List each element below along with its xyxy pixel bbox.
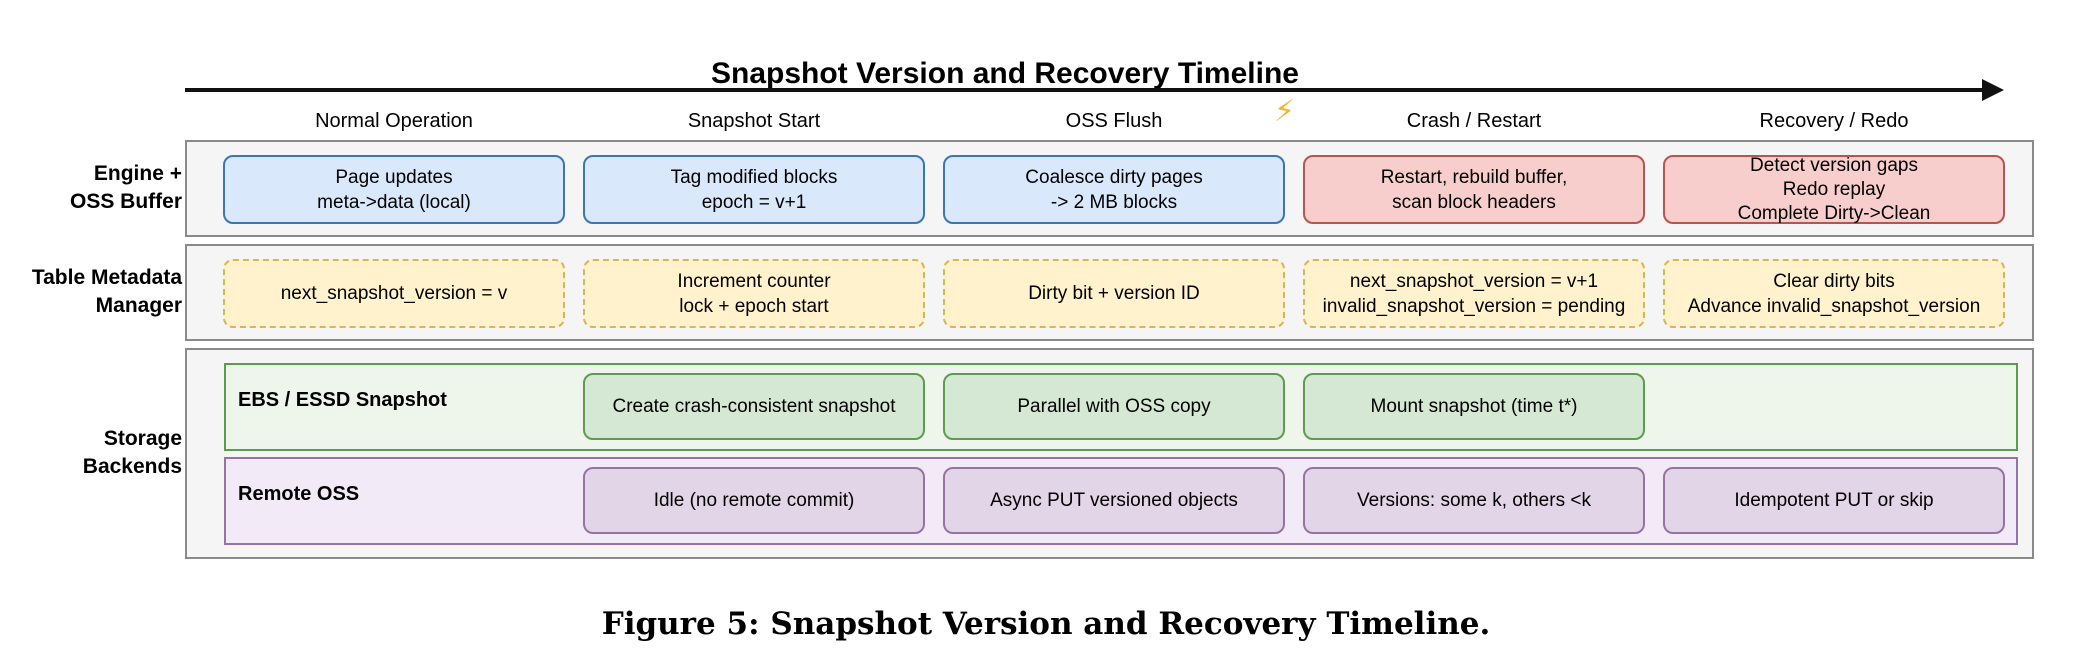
box-text-line: Idle (no remote commit)	[653, 490, 855, 511]
oss-box-snapshot-start: Idle (no remote commit)	[583, 467, 925, 534]
box-text-line: Dirty bit + version ID	[1028, 283, 1200, 304]
box-text-line: lock + epoch start	[679, 295, 829, 317]
row-label-line: Backends	[82, 455, 182, 478]
box-text-line: Async PUT versioned objects	[990, 490, 1238, 511]
box-text-line: Increment counter	[677, 270, 831, 292]
metadata-box-snapshot-start: Increment counter lock + epoch start	[583, 259, 925, 328]
box-text-line: scan block headers	[1392, 191, 1556, 213]
engine-box-recovery: Detect version gaps Redo replay Complete…	[1663, 155, 2005, 224]
box-text-line: Parallel with OSS copy	[1017, 396, 1211, 417]
figure-caption: Figure 5: Snapshot Version and Recovery …	[601, 606, 1491, 642]
ebs-box-crash-restart: Mount snapshot (time t*)	[1303, 373, 1645, 440]
row-label-line: Storage	[103, 427, 182, 450]
row-label-engine: Engine + OSS Buffer	[0, 140, 182, 236]
oss-lane-label: Remote OSS	[238, 483, 360, 505]
box-text-line: Restart, rebuild buffer,	[1380, 166, 1568, 188]
box-text-line: invalid_snapshot_version = pending	[1322, 295, 1626, 317]
box-text-line: Versions: some k, others <k	[1357, 490, 1591, 511]
box-text-line: Complete Dirty->Clean	[1737, 202, 1931, 224]
timeline-arrow-line	[185, 88, 1985, 92]
oss-box-oss-flush: Async PUT versioned objects	[943, 467, 1285, 534]
box-text-line: Tag modified blocks	[670, 166, 838, 188]
oss-box-crash-restart: Versions: some k, others <k	[1303, 467, 1645, 534]
engine-box-crash-restart: Restart, rebuild buffer, scan block head…	[1303, 155, 1645, 224]
box-text-line: Coalesce dirty pages	[1025, 166, 1203, 188]
row-label-metadata: Table Metadata Manager	[0, 244, 182, 340]
engine-box-normal: Page updates meta->data (local)	[223, 155, 565, 224]
ebs-box-snapshot-start: Create crash-consistent snapshot	[583, 373, 925, 440]
ebs-lane-label: EBS / ESSD Snapshot	[238, 389, 447, 411]
box-text-line: Redo replay	[1782, 178, 1886, 200]
metadata-box-normal: next_snapshot_version = v	[223, 259, 565, 328]
oss-box-recovery: Idempotent PUT or skip	[1663, 467, 2005, 534]
box-text-line: Advance invalid_snapshot_version	[1687, 295, 1981, 317]
lightning-bolt-icon: ⚡	[1274, 95, 1296, 128]
engine-box-snapshot-start: Tag modified blocks epoch = v+1	[583, 155, 925, 224]
ebs-box-oss-flush: Parallel with OSS copy	[943, 373, 1285, 440]
box-text-line: epoch = v+1	[701, 191, 807, 213]
box-text-line: meta->data (local)	[317, 191, 471, 213]
phase-label-oss-flush: OSS Flush	[1065, 110, 1163, 132]
phase-label-crash-restart: Crash / Restart	[1406, 110, 1542, 132]
box-text-line: next_snapshot_version = v	[280, 283, 508, 304]
box-text-line: Idempotent PUT or skip	[1734, 490, 1934, 511]
phase-label-recovery-redo: Recovery / Redo	[1759, 110, 1909, 132]
row-label-line: Engine +	[93, 162, 182, 185]
engine-box-oss-flush: Coalesce dirty pages -> 2 MB blocks	[943, 155, 1285, 224]
metadata-box-recovery: Clear dirty bits Advance invalid_snapsho…	[1663, 259, 2005, 328]
box-text-line: Detect version gaps	[1750, 154, 1918, 176]
box-text-line: next_snapshot_version = v+1	[1349, 270, 1599, 292]
row-label-line: Manager	[95, 294, 182, 317]
phase-label-normal-operation: Normal Operation	[315, 110, 473, 132]
box-text-line: Clear dirty bits	[1773, 270, 1895, 292]
diagram-title: Snapshot Version and Recovery Timeline	[711, 57, 1299, 90]
box-text-line: Page updates	[335, 166, 453, 188]
box-text-line: Mount snapshot (time t*)	[1370, 396, 1578, 417]
phase-label-snapshot-start: Snapshot Start	[687, 110, 821, 132]
row-label-line: Table Metadata	[31, 266, 182, 289]
timeline-arrow-head	[1982, 79, 2004, 101]
metadata-box-crash-restart: next_snapshot_version = v+1 invalid_snap…	[1303, 259, 1645, 328]
row-label-line: OSS Buffer	[69, 190, 182, 213]
box-text-line: Create crash-consistent snapshot	[612, 396, 896, 417]
metadata-box-oss-flush: Dirty bit + version ID	[943, 259, 1285, 328]
box-text-line: -> 2 MB blocks	[1050, 191, 1178, 213]
row-label-storage: Storage Backends	[0, 348, 182, 558]
